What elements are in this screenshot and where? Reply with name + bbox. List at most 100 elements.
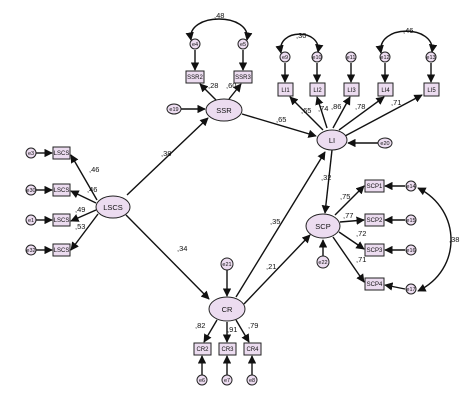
indicator-li-2	[309, 82, 326, 97]
error-label-e6: e6	[199, 378, 205, 384]
error-e13	[425, 51, 437, 63]
coef-li-scp: ,32	[321, 173, 331, 182]
loading-cr-4	[235, 319, 250, 343]
error-label-e19: e19	[169, 107, 178, 113]
coef-lscs-4: ,53	[75, 222, 85, 231]
error-label-e4: e4	[192, 42, 198, 48]
loading-cr-2	[203, 319, 218, 343]
loading-li-5	[344, 94, 423, 137]
error-e9	[279, 51, 291, 63]
indicator-li-1	[277, 82, 294, 97]
lscs-measurement: e3 e30 e1 e32 LSCS LSCS LSCS LSCS ,46 ,4…	[25, 146, 99, 257]
indicator-lscs-2	[52, 183, 71, 197]
indicator-label-li-4: LI4	[381, 88, 390, 94]
error-e6	[196, 374, 208, 386]
indicator-label-lscs-3: LSCS	[54, 218, 70, 224]
coef-lscs-cr: ,34	[177, 244, 187, 253]
indicator-label-cr-3: CR3	[221, 347, 234, 353]
error-label-e10: e10	[312, 55, 321, 61]
covariance-e4-e5	[185, 18, 253, 41]
indicator-label-li-2: LI2	[313, 88, 322, 94]
covariance-e14-e17	[417, 187, 452, 292]
error-label-e30: e30	[26, 188, 35, 194]
error-label-e9: e9	[282, 55, 288, 61]
error-label-e14: e14	[406, 184, 415, 190]
coef-lscs-ssr: ,38	[161, 149, 171, 158]
error-e30	[25, 184, 37, 196]
loading-scp-4	[332, 236, 365, 283]
indicator-label-scp-2: SCP2	[367, 218, 383, 224]
covariance-e9-e10	[275, 33, 324, 54]
path-cr-li	[235, 151, 326, 298]
indicator-ssr-3	[233, 70, 253, 84]
coef-scp-3: ,72	[356, 229, 366, 238]
coef-lscs-1: ,46	[89, 165, 99, 174]
indicator-label-ssr-3: SSR3	[235, 75, 251, 81]
error-e7	[221, 374, 233, 386]
coef-lscs-2: ,46	[87, 185, 97, 194]
indicator-label-lscs-4: LSCS	[54, 248, 70, 254]
indicator-lscs-1	[52, 146, 71, 160]
indicator-label-li-3: LI3	[347, 88, 356, 94]
latent-ssr	[205, 98, 243, 122]
error-e4	[189, 38, 201, 50]
latent-lscs	[95, 195, 131, 219]
indicator-label-ssr-2: SSR2	[187, 75, 203, 81]
li-measurement: ,30 ,46 e9 e10 e11 e12 e13 e20 LI1 LI2 L…	[275, 26, 440, 149]
loading-lscs-2	[70, 190, 97, 204]
error-e12	[379, 51, 391, 63]
error-label-e22: e22	[318, 260, 327, 266]
coef-li-1: ,65	[301, 106, 311, 115]
error-label-e21: e21	[222, 262, 231, 268]
error-label-e5: e5	[240, 42, 246, 48]
indicator-li-5	[423, 82, 440, 97]
cr-measurement: e6 e7 e8 e21 CR2 CR3 CR4 ,82 ,91 ,79	[193, 257, 262, 386]
loading-lscs-4	[70, 213, 99, 251]
path-li-scp	[321, 149, 333, 214]
indicator-scp-3	[364, 243, 385, 257]
coef-ssr-3: ,60	[226, 81, 236, 90]
indicator-li-3	[343, 82, 360, 97]
latent-label-ssr: SSR	[216, 106, 232, 115]
indicator-scp-1	[364, 179, 385, 193]
error-label-e7: e7	[224, 378, 230, 384]
path-lscs-cr	[125, 214, 210, 300]
indicator-label-li-5: LI5	[427, 88, 436, 94]
error-path-e17	[384, 282, 406, 291]
error-label-e16: e16	[406, 248, 415, 254]
indicator-label-scp-1: SCP1	[367, 184, 383, 190]
error-e21	[220, 257, 234, 271]
loading-lscs-3	[70, 209, 97, 222]
coef-cov-e4-e5: ,48	[214, 11, 224, 20]
loading-scp-1	[334, 185, 365, 216]
structural-paths	[125, 113, 333, 305]
coef-cr-4: ,79	[248, 321, 258, 330]
path-ssr-li	[241, 113, 317, 138]
loading-scp-2	[339, 216, 365, 225]
indicator-cr-3	[218, 342, 237, 356]
error-label-e11: e11	[347, 55, 356, 61]
coef-scp-4: ,71	[356, 255, 366, 264]
coef-li-2: ,74	[318, 104, 328, 113]
loading-li-1	[289, 96, 324, 131]
indicator-label-cr-2: CR2	[196, 347, 209, 353]
coef-ssr-li: ,65	[276, 115, 286, 124]
error-e16	[405, 244, 417, 256]
coef-cr-scp: ,21	[266, 262, 276, 271]
error-label-e8: e8	[249, 378, 255, 384]
error-e10	[311, 51, 323, 63]
indicator-lscs-4	[52, 243, 71, 257]
error-e8	[246, 374, 258, 386]
path-cr-scp	[243, 234, 311, 305]
loading-lscs-1	[70, 154, 98, 201]
coef-li-4: ,78	[355, 102, 365, 111]
indicator-scp-2	[364, 213, 385, 227]
path-lscs-ssr	[126, 117, 209, 196]
loading-li-3	[332, 96, 351, 129]
error-e1	[25, 214, 37, 226]
latent-label-cr: CR	[222, 305, 233, 314]
scp-measurement: ,38 e14 e15 e16 e17 e22 SCP1 SCP2 SCP3 S…	[316, 179, 459, 295]
error-label-e20: e20	[380, 141, 389, 147]
error-e19	[166, 103, 182, 115]
